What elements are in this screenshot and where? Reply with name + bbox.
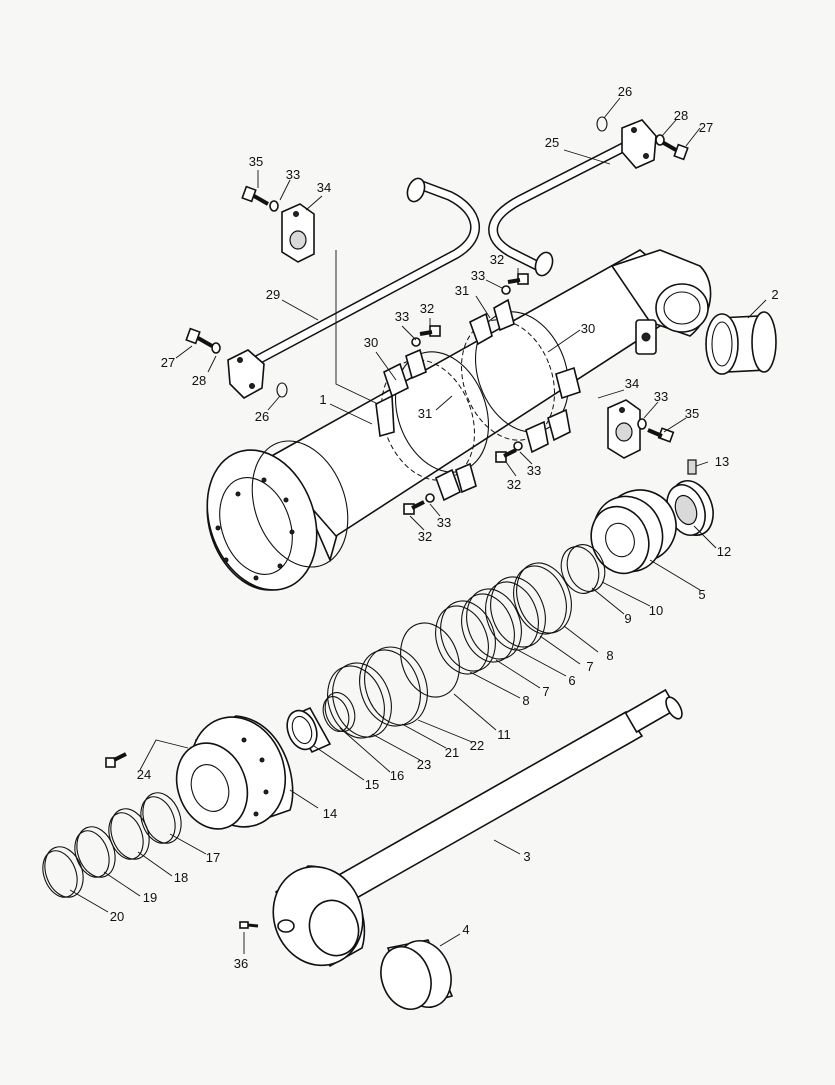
pipe-lower [227, 177, 480, 399]
callout-24: 24 [137, 767, 151, 782]
callout-28-upper: 28 [674, 108, 688, 123]
callout-29: 29 [266, 287, 280, 302]
callout-27-upper: 27 [699, 120, 713, 135]
callout-7-upper: 7 [586, 659, 593, 674]
callout-32-band-1: 32 [420, 301, 434, 316]
callout-26-lower: 26 [255, 409, 269, 424]
callout-8-lower: 8 [522, 693, 529, 708]
cylinder-tube [206, 249, 712, 591]
callout-31-upper: 31 [455, 283, 469, 298]
callout-1: 1 [319, 392, 326, 407]
callout-10: 10 [649, 603, 663, 618]
callout-33-band-1: 33 [395, 309, 409, 324]
callout-19: 19 [143, 890, 157, 905]
callout-22: 22 [470, 738, 484, 753]
callout-7-lower: 7 [542, 684, 549, 699]
callout-14: 14 [323, 806, 337, 821]
callout-30-left: 30 [364, 335, 378, 350]
leader-lines [69, 97, 767, 954]
rod-seal-rings [42, 792, 182, 898]
callout-3: 3 [523, 849, 530, 864]
callout-15: 15 [365, 777, 379, 792]
callout-4: 4 [462, 922, 469, 937]
callout-33-band-3: 33 [527, 463, 541, 478]
callout-33-clamp-left: 33 [286, 167, 300, 182]
callout-8-upper: 8 [606, 648, 613, 663]
bushing-rod-end [380, 939, 454, 1010]
callout-16: 16 [390, 768, 404, 783]
callout-33-clamp-right: 33 [654, 389, 668, 404]
callout-27-lower: 27 [161, 355, 175, 370]
pipe-upper [488, 119, 657, 277]
callout-34-right: 34 [625, 376, 639, 391]
callout-35-left: 35 [249, 154, 263, 169]
callout-33-band-2: 33 [471, 268, 485, 283]
callout-9: 9 [624, 611, 631, 626]
callout-6: 6 [568, 673, 575, 688]
head-bushing-group [286, 692, 356, 754]
cylinder-head [175, 715, 294, 830]
callout-36: 36 [234, 956, 248, 971]
bushing-tube-end [705, 311, 777, 375]
callout-13: 13 [715, 454, 729, 469]
callout-28-lower: 28 [192, 373, 206, 388]
piston [590, 489, 677, 575]
callout-34-left: 34 [317, 180, 331, 195]
callout-32-band-2: 32 [490, 252, 504, 267]
callout-31-left: 31 [418, 406, 432, 421]
pipe-clamp-right [607, 399, 641, 459]
callout-32-band-4: 32 [418, 529, 432, 544]
pipe-clamp-left [281, 203, 315, 263]
callout-20: 20 [110, 909, 124, 924]
callout-35-right: 35 [685, 406, 699, 421]
callout-2: 2 [771, 287, 778, 302]
callout-30-right: 30 [581, 321, 595, 336]
callout-11: 11 [497, 727, 511, 742]
callout-26-upper: 26 [618, 84, 632, 99]
lock-nut [666, 480, 714, 536]
hardware-fasteners [105, 116, 697, 929]
piston-rod [272, 688, 683, 968]
callout-21: 21 [445, 745, 459, 760]
callout-18: 18 [174, 870, 188, 885]
callout-17: 17 [206, 850, 220, 865]
callout-32-band-3: 32 [507, 477, 521, 492]
callout-25: 25 [545, 135, 559, 150]
callout-12: 12 [717, 544, 731, 559]
callout-33-band-4: 33 [437, 515, 451, 530]
piston-rings [400, 544, 606, 698]
callout-23: 23 [417, 757, 431, 772]
callout-labels: 26 28 27 25 35 33 34 29 27 28 26 1 30 33… [110, 84, 779, 971]
callout-5: 5 [698, 587, 705, 602]
